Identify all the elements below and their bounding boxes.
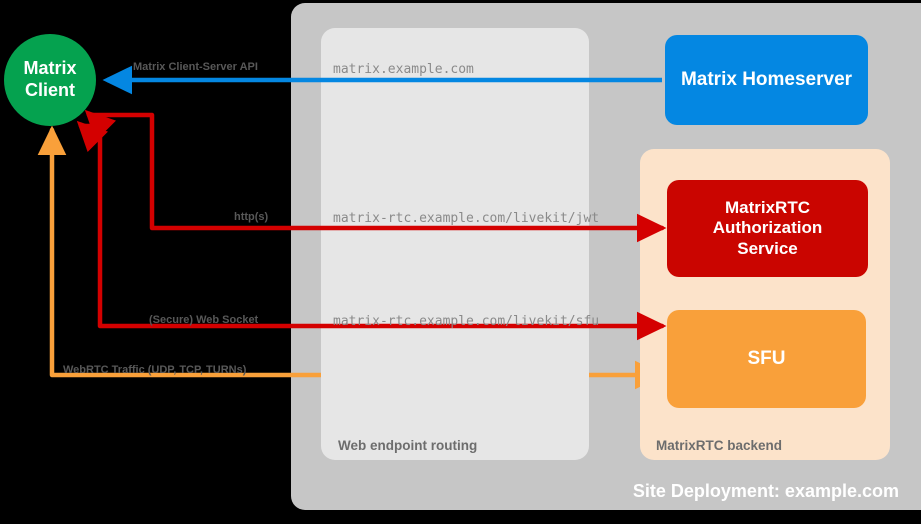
- flow-label-client-server-api: Matrix Client-Server API: [133, 61, 258, 73]
- flow-arrow-http-to-client: [84, 109, 117, 142]
- flow-arrow-ws-to-client: [76, 120, 109, 153]
- flow-label-http-jwt: http(s): [234, 211, 269, 223]
- flow-line-http-jwt: [86, 112, 667, 243]
- node-matrix-homeserver[interactable]: Matrix Homeserver: [665, 35, 868, 125]
- node-matrixrtc-authorization-service[interactable]: MatrixRTC Authorization Service: [667, 180, 868, 277]
- node-matrix-client[interactable]: Matrix Client: [4, 34, 96, 126]
- node-sfu[interactable]: SFU: [667, 310, 866, 408]
- node-auth-line2: Authorization: [712, 218, 823, 238]
- endpoint-livekit-jwt: matrix-rtc.example.com/livekit/jwt: [333, 211, 600, 226]
- node-auth-line3: Service: [737, 238, 798, 258]
- flow-label-web-socket: (Secure) Web Socket: [149, 314, 259, 326]
- node-auth-line1: MatrixRTC: [724, 198, 810, 218]
- group-label-web-endpoint-routing: Web endpoint routing: [338, 438, 478, 453]
- flow-label-webrtc-traffic: WebRTC Traffic (UDP, TCP, TURNs): [63, 364, 247, 376]
- matrix-client-line1: Matrix: [23, 58, 77, 79]
- site-deployment-title: Site Deployment: example.com: [632, 481, 899, 501]
- matrix-client-line2: Client: [24, 80, 75, 100]
- group-label-matrixrtc-backend: MatrixRTC backend: [656, 438, 783, 453]
- node-sfu-label: SFU: [747, 347, 786, 369]
- endpoint-livekit-sfu: matrix-rtc.example.com/livekit/sfu: [333, 314, 600, 329]
- group-web-endpoint-routing: [321, 28, 589, 460]
- node-homeserver-label: Matrix Homeserver: [680, 68, 853, 90]
- endpoint-matrix-example-com: matrix.example.com: [333, 62, 474, 77]
